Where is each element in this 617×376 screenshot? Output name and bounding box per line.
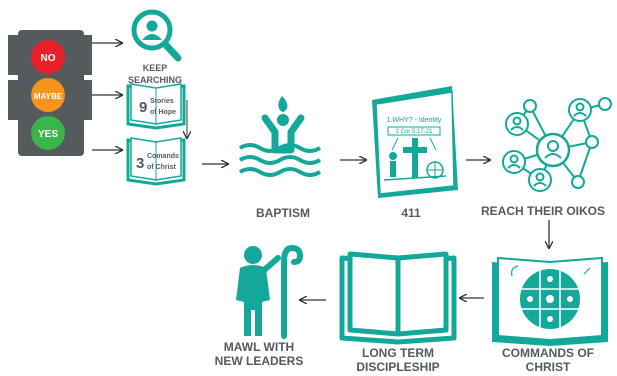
comands-book-icon [126,137,186,186]
card-411-icon [372,86,458,198]
stories-book-icon [126,83,186,130]
baptism-icon [238,96,322,177]
commands-of-christ-line1: COMMANDS OF [502,346,594,360]
red-light [31,40,65,74]
stories-number: 9 [139,99,147,116]
mawl-leader-icon [236,244,304,339]
comands-line2: of Christ [147,164,176,171]
long-term-line1: LONG TERM [362,346,434,360]
mawl-line2: NEW LEADERS [214,354,304,368]
baptism-label: BAPTISM [256,206,310,220]
light-maybe-label: MAYBE [34,92,63,101]
traffic-light: NO MAYBE YES [8,30,92,156]
light-yes-label: YES [38,129,58,140]
reach-oikos-label: REACH THEIR OIKOS [480,204,605,218]
four-eleven-label: 411 [401,206,421,220]
commands-of-christ-line2: CHRIST [525,360,571,374]
stories-line1: Stories [150,98,174,105]
light-no-label: NO [41,53,56,64]
mawl-line1: MAWL WITH [223,340,295,354]
open-book-icon [339,251,457,345]
commands-book-icon [492,256,608,346]
orange-light [31,78,65,112]
comands-line1: Comands [147,153,179,160]
search-person-icon [131,9,182,62]
green-light [31,116,65,150]
card-411-heading: 1.WHY? - Identity [387,117,442,124]
long-term-line2: DISCIPLESHIP [356,360,440,374]
keep-searching-label: KEEP SEARCHING [127,63,182,85]
network-icon [502,97,612,192]
card-411-reference: 2 Cor 5:17-21 [396,129,433,135]
stories-line2: of Hope [150,109,176,116]
comands-number: 3 [136,155,144,172]
